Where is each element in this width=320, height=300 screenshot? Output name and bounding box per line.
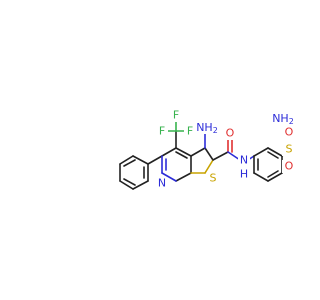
atom-nh2: NH2 — [196, 121, 218, 135]
bond — [161, 172, 177, 182]
bond — [253, 172, 269, 182]
bond — [204, 159, 214, 174]
phenyl-ring — [119, 155, 149, 190]
bond — [267, 172, 283, 182]
bond-double-inner — [267, 170, 279, 178]
atom-n-h: NH — [272, 112, 289, 125]
atom-o: O — [226, 127, 235, 140]
bond-double-inner — [267, 151, 279, 159]
bond-double-inner — [123, 178, 136, 186]
atom-o: O — [285, 160, 294, 173]
bond-double-inner — [175, 151, 188, 159]
atom-s: S — [286, 143, 293, 156]
bond — [119, 155, 134, 165]
atom-o: O — [285, 126, 294, 139]
atom-h: H — [240, 168, 248, 181]
atom-n-h: NH — [196, 121, 213, 134]
atom-s: S — [210, 172, 217, 185]
pyridine-ring — [161, 147, 192, 182]
bond-double-inner — [123, 159, 136, 167]
atom-labels: F F F NH2 O N H N S S O O NH2 — [156, 108, 298, 192]
bond — [161, 147, 177, 157]
atom-f: F — [159, 125, 165, 138]
bond — [253, 147, 269, 157]
structure-svg: F F F NH2 O N H N S S O O NH2 — [119, 108, 298, 192]
atom-f: F — [173, 109, 179, 122]
bond — [212, 151, 229, 161]
bond — [147, 155, 163, 165]
bond — [132, 155, 149, 165]
bond — [190, 147, 206, 157]
atom-nh2: NH2 — [272, 112, 294, 126]
benzene-ring — [253, 147, 283, 182]
molecule-diagram: F F F NH2 O N H N S S O O NH2 — [119, 108, 298, 192]
bond — [175, 147, 192, 157]
bond — [204, 147, 214, 161]
bond — [267, 147, 283, 157]
bond — [132, 180, 149, 190]
bond — [119, 180, 134, 190]
atom-subscript: 2 — [289, 117, 294, 126]
atom-n: N — [240, 154, 248, 167]
atom-n: N — [158, 177, 166, 190]
atom-f: F — [187, 125, 193, 138]
atom-subscript: 2 — [213, 126, 218, 135]
bond — [175, 172, 192, 182]
thiophene-ring — [190, 147, 214, 174]
